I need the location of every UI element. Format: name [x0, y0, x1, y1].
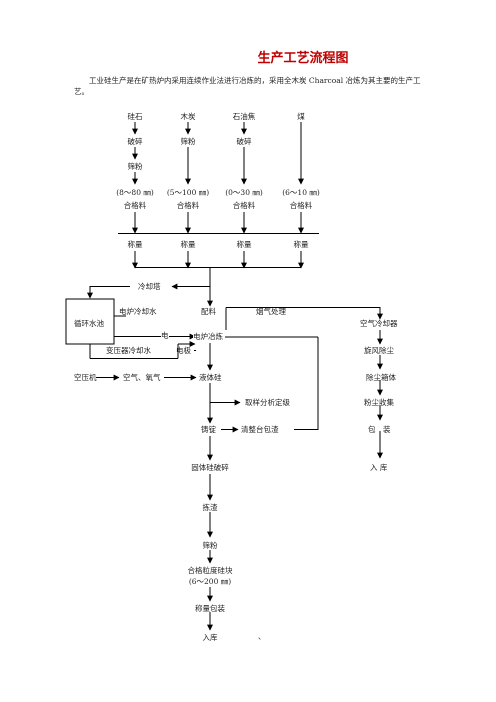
solid-silicon-crushing: 固体硅破碎	[191, 463, 229, 472]
size-coal: (6～10 ㎜)	[282, 188, 320, 197]
qualified-silica: 合格料	[123, 201, 147, 210]
storage-final: 入库	[202, 633, 218, 642]
crush-petroleum-coke: 破碎	[236, 137, 252, 146]
electrode: 电极	[176, 346, 191, 355]
size-petroleum-coke: (0～30 ㎜)	[225, 188, 263, 197]
qualified-silicon-block: 合格粒度硅块	[187, 566, 233, 575]
dust-collection: 粉尘收集	[364, 398, 394, 407]
qualified-petroleum-coke: 合格料	[232, 201, 256, 210]
cleanup-slag: 清整台包渣	[241, 425, 279, 434]
qualified-coal: 合格料	[289, 201, 313, 210]
furnace-smelting: 电炉冶炼	[193, 332, 223, 341]
cyclone-dust-removal: 旋风除尘	[364, 346, 394, 355]
stray-mark: 、	[258, 632, 266, 641]
transformer-cooling-water: 变压器冷却水	[106, 346, 151, 355]
raw-coal: 煤	[297, 112, 305, 121]
intro-paragraph: 工业硅生产是在矿热炉内采用连续作业法进行冶炼的，采用全木炭 Charcoal 冶…	[74, 76, 421, 96]
cooling-tower: 冷却塔	[136, 282, 163, 291]
electricity: 电	[161, 331, 169, 340]
storage-right: 入 库	[370, 463, 388, 472]
dust-baghouse: 除尘箱体	[366, 373, 396, 382]
block-size-range: (6～200 ㎜)	[188, 577, 232, 586]
page-title: 生产工艺流程图	[257, 51, 349, 66]
weigh-charcoal: 称量	[180, 240, 196, 249]
packing-right: 包 装	[368, 425, 391, 434]
screening-powder: 筛粉	[202, 541, 218, 550]
size-silica: (8～80 ㎜)	[116, 188, 154, 197]
screen-silica: 筛粉	[127, 162, 143, 171]
weigh-packing: 称量包装	[195, 604, 225, 613]
liquid-silicon: 液体硅	[199, 373, 222, 382]
raw-silica: 硅石	[127, 112, 143, 121]
weigh-petroleum-coke: 称量	[236, 240, 252, 249]
slag-picking: 拣渣	[202, 503, 218, 512]
circulation-pool: 循环水池	[74, 319, 104, 328]
flue-gas-treatment: 烟气处理	[256, 307, 286, 316]
sampling-grading: 取样分析定级	[245, 398, 290, 407]
air-cooler: 空气冷却器	[360, 319, 398, 328]
weigh-coal: 称量	[293, 240, 309, 249]
furnace-cooling-water: 电炉冷却水	[119, 307, 157, 316]
batching: 配料	[201, 307, 216, 316]
air-oxygen: 空气、氧气	[123, 373, 161, 382]
weigh-silica: 称量	[127, 240, 143, 249]
screen-charcoal: 筛粉	[180, 137, 196, 146]
size-charcoal: (5～100 ㎜)	[166, 188, 210, 197]
raw-charcoal: 木炭	[180, 112, 196, 121]
raw-petroleum-coke: 石油焦	[232, 112, 256, 121]
air-compressor: 空压机	[74, 373, 97, 382]
qualified-charcoal: 合格料	[176, 201, 200, 210]
crush-silica: 破碎	[127, 137, 143, 146]
ingot-casting: 铸锭	[201, 425, 216, 434]
